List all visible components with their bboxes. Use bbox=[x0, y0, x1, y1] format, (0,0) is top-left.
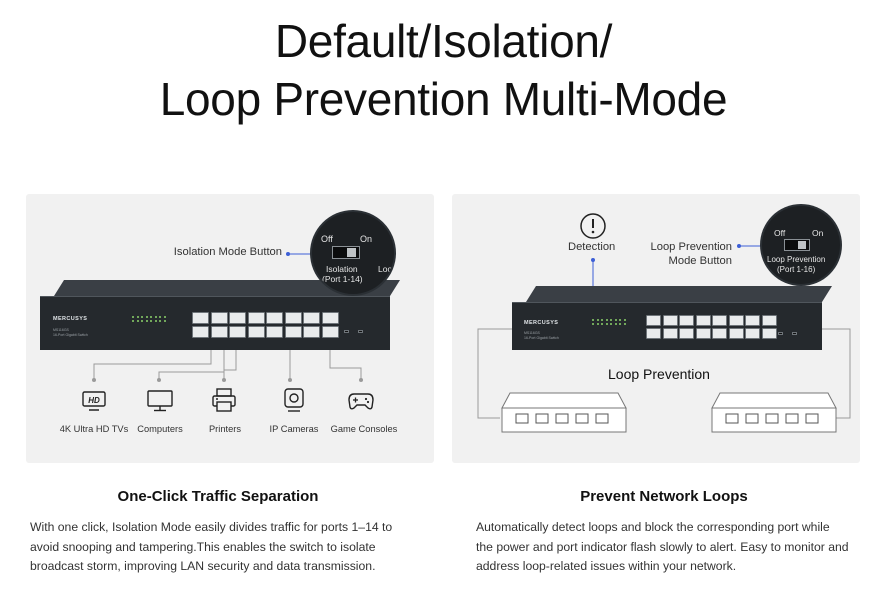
network-switch: MERCUSYS MS116GS 16-Port Gigabit Switch bbox=[512, 286, 832, 350]
printer-icon bbox=[212, 388, 236, 412]
alert-icon bbox=[580, 213, 606, 239]
switch-brand-logo: MERCUSYS bbox=[524, 320, 559, 326]
device-label-ip-cameras: IP Cameras bbox=[269, 424, 319, 434]
description-line: address loop-related issues within your … bbox=[476, 559, 737, 573]
zoom-on-label: On bbox=[812, 228, 824, 238]
network-hub-left bbox=[501, 392, 627, 433]
status-leds bbox=[592, 319, 627, 325]
svg-text:HD: HD bbox=[88, 396, 100, 405]
loop-prevention-button-label-line2: Mode Button bbox=[668, 255, 732, 267]
feature-heading-prevent-loops: Prevent Network Loops bbox=[580, 488, 748, 505]
description-line: the power and port indicator flash slowl… bbox=[476, 539, 849, 554]
description-line: broadcast storm, improving LAN security … bbox=[30, 559, 376, 573]
loop-prevention-button-label-line1: Loop Prevention bbox=[650, 241, 732, 253]
zoom-off-label: Off bbox=[321, 234, 333, 244]
network-hub-right bbox=[711, 392, 837, 433]
description-line: Automatically detect loops and block the… bbox=[476, 520, 830, 534]
zoom-mode-label: Loop Prevention bbox=[767, 255, 826, 264]
zoom-on-label: On bbox=[360, 234, 373, 244]
title-line-2: Loop Prevention Multi-Mode bbox=[159, 73, 728, 125]
network-switch: MERCUSYS MS116GS 16-Port Gigabit Switch bbox=[40, 280, 400, 350]
loop-prevention-mode-switch[interactable] bbox=[358, 330, 363, 333]
device-label-computers: Computers bbox=[137, 424, 183, 434]
isolation-mode-button-label: Isolation Mode Button bbox=[173, 246, 282, 258]
isolation-button-zoom: Off On Isolation (Port 1-14) Loo bbox=[312, 212, 394, 294]
detection-label: Detection bbox=[568, 241, 616, 253]
title-line-1: Default/Isolation/ bbox=[274, 15, 613, 67]
zoom-off-label: Off bbox=[774, 228, 786, 238]
computer-monitor-icon bbox=[147, 390, 173, 412]
status-leds bbox=[132, 316, 167, 322]
gamepad-icon bbox=[348, 393, 374, 410]
ip-camera-icon bbox=[284, 388, 304, 412]
isolation-mode-panel: MERCUSYS MS116GS 16-Port Gigabit Switch … bbox=[26, 194, 434, 463]
zoom-clipped-label: Loo bbox=[378, 264, 393, 274]
loop-prevention-button-zoom: Off On Loop Prevention (Port 1-16) bbox=[762, 206, 840, 284]
feature-description-prevent-loops: Automatically detect loops and block the… bbox=[476, 518, 876, 577]
switch-brand-logo: MERCUSYS bbox=[53, 316, 88, 322]
device-label-printers: Printers bbox=[208, 424, 242, 434]
loop-prevention-mode-switch[interactable] bbox=[792, 332, 797, 335]
ethernet-ports bbox=[192, 312, 339, 338]
isolation-mode-switch[interactable] bbox=[344, 330, 349, 333]
switch-description: 16-Port Gigabit Switch bbox=[524, 336, 559, 340]
zoom-mode-label: Isolation bbox=[326, 264, 358, 274]
feature-heading-traffic-separation: One-Click Traffic Separation bbox=[117, 488, 319, 505]
zoom-port-range: (Port 1-14) bbox=[322, 274, 363, 284]
switch-description: 16-Port Gigabit Switch bbox=[53, 333, 88, 337]
hd-tv-icon: HD bbox=[82, 391, 106, 411]
isolation-mode-switch[interactable] bbox=[778, 332, 783, 335]
page-title: Default/Isolation/ Loop Prevention Multi… bbox=[0, 12, 887, 128]
description-line: avoid snooping and tampering.This enable… bbox=[30, 539, 376, 554]
zoom-port-range: (Port 1-16) bbox=[777, 265, 816, 274]
description-line: With one click, Isolation Mode easily di… bbox=[30, 520, 393, 534]
switch-model: MS116GS bbox=[53, 328, 69, 332]
loop-prevention-panel: Detection Loop Prevention Mode Button ME… bbox=[452, 194, 860, 463]
device-label-game-consoles: Game Consoles bbox=[330, 424, 398, 434]
switch-model: MS116GS bbox=[524, 331, 540, 335]
device-label-tv: 4K Ultra HD TVs bbox=[59, 424, 129, 434]
feature-description-traffic-separation: With one click, Isolation Mode easily di… bbox=[30, 518, 422, 577]
ethernet-ports bbox=[646, 315, 777, 339]
loop-prevention-label: Loop Prevention bbox=[608, 366, 710, 382]
